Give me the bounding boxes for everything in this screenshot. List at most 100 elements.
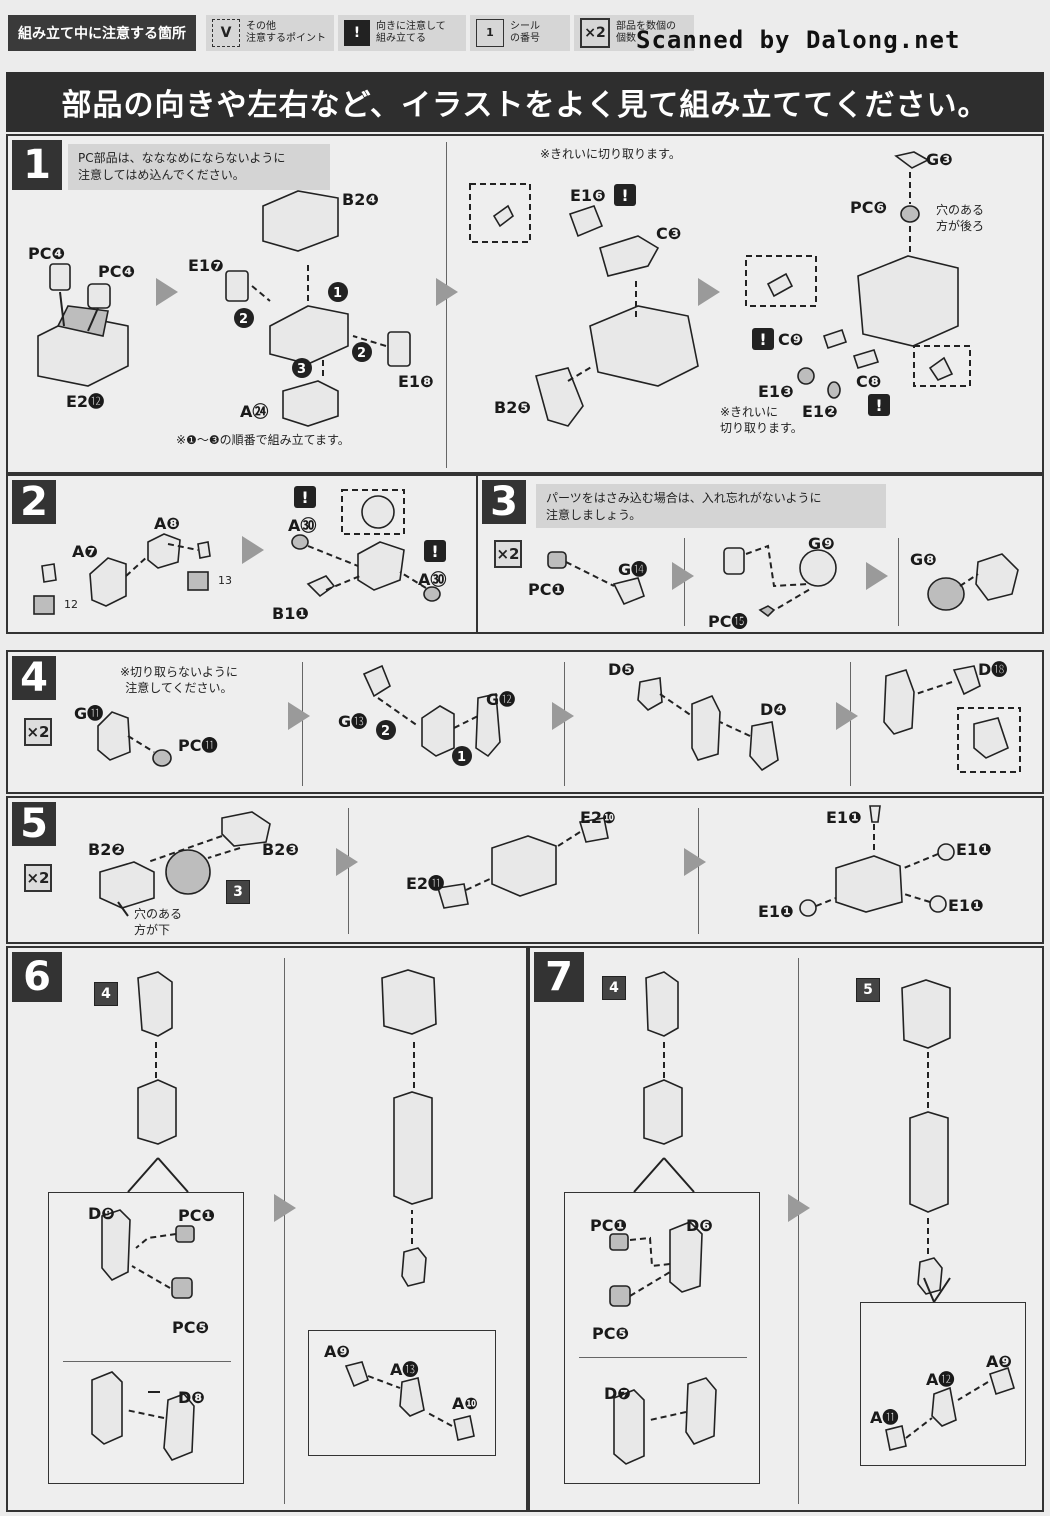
caution-mark-icon: V [212, 19, 240, 47]
exclamation-icon: ! [752, 328, 774, 350]
part-label: E1❷ [802, 402, 838, 421]
next-arrow-icon [684, 848, 706, 876]
step-note: PC部品は、なななめにならないように 注意してはめ込んでください。 [68, 144, 330, 190]
part-label: G❾ [808, 534, 835, 553]
step-7-illustration [609, 971, 1015, 1465]
svg-text:2: 2 [239, 312, 248, 327]
step-ref-label: 4 [602, 976, 626, 1000]
legend-text: シール [510, 21, 540, 32]
multiply-icon: ×2 [580, 18, 610, 48]
next-arrow-icon [698, 278, 720, 306]
part-label: A❼ [72, 542, 98, 561]
step-1-panel: 1 PC部品は、なななめにならないように 注意してはめ込んでください。 1 2 … [6, 134, 1044, 474]
part-label: E2❿ [580, 808, 616, 827]
part-label: PC❻ [850, 198, 888, 217]
part-label: A❿ [452, 1394, 478, 1413]
legend-text: その他 [246, 21, 276, 32]
legend-text: の番号 [510, 33, 540, 44]
svg-text:2: 2 [381, 724, 390, 739]
divider [898, 538, 899, 626]
next-arrow-icon [156, 278, 178, 306]
part-label: PC❶ [528, 580, 566, 599]
part-label: D❼ [604, 1384, 631, 1403]
next-arrow-icon [788, 1194, 810, 1222]
next-arrow-icon [436, 278, 458, 306]
step-number: 6 [12, 952, 62, 1002]
next-arrow-icon [336, 848, 358, 876]
part-label: PC⓯ [708, 612, 748, 631]
step-number: 3 [482, 479, 526, 525]
legend-text: 組み立てる [376, 33, 426, 44]
divider [63, 1361, 231, 1362]
step-number: 5 [12, 801, 56, 847]
page-title: 部品の向きや左右など、イラストをよく見て組み立ててください。 [6, 72, 1044, 132]
svg-text:2: 2 [357, 346, 366, 361]
legend-item-sticker: 1 シールの番号 [470, 15, 570, 51]
next-arrow-icon [242, 536, 264, 564]
sticker-icon: 1 [476, 19, 504, 47]
step-ref-label: 5 [856, 978, 880, 1002]
part-label: D❽ [178, 1388, 205, 1407]
part-label: E1❶ [826, 808, 862, 827]
legend-item-other: V その他注意するポイント [206, 15, 334, 51]
part-label: G❸ [926, 150, 953, 169]
sticker-number: 12 [64, 598, 78, 611]
step-6-illustration [91, 969, 475, 1461]
exclamation-icon: ! [868, 394, 890, 416]
svg-text:1: 1 [457, 750, 466, 765]
part-label: E1❻ [570, 186, 606, 205]
exclamation-icon: ! [294, 486, 316, 508]
part-label: D❻ [686, 1216, 713, 1235]
count-badge: ×2 [494, 540, 522, 568]
part-label: G⓫ [74, 704, 104, 723]
part-label: G⓮ [618, 560, 648, 579]
part-label: PC❶ [590, 1216, 628, 1235]
part-label: A⓫ [870, 1408, 899, 1427]
divider [798, 958, 799, 1504]
hole-note: 穴のある 方が後ろ [936, 203, 985, 233]
step-6-panel: 6 4 D❾ PC❶ PC❺ D❽ A❾ A⓭ A❿ [6, 946, 528, 1512]
step-7-panel: 7 4 5 PC❶ D❻ PC❺ D❼ A⓬ A❾ A⓫ [528, 946, 1044, 1512]
part-label: B2❹ [342, 190, 379, 209]
legend-item-count: ×2 部品を数個の個数 [574, 15, 694, 51]
part-label: A㉚ [288, 516, 317, 535]
step-3-illustration [547, 544, 1019, 618]
hole-note: 穴のある 方が下 [134, 907, 183, 937]
part-label: PC❺ [592, 1324, 630, 1343]
step-3-panel: 3 パーツをはさみ込む場合は、入れ忘れがないように 注意しましょう。 ×2 PC… [476, 474, 1044, 634]
step-2-panel: 2 A❽ A❼ 12 13 ! A㉚ ! A㉚ B1❶ [6, 474, 478, 634]
part-label: G⓭ [338, 712, 368, 731]
part-label: E2⓬ [66, 392, 105, 411]
part-label: PC❶ [178, 1206, 216, 1225]
divider [284, 958, 285, 1504]
part-label: A❾ [324, 1342, 350, 1361]
step-number: 1 [12, 140, 62, 190]
svg-text:1: 1 [333, 286, 342, 301]
step-1-illustration: 1 2 2 3 [37, 151, 971, 427]
part-label: E1❼ [188, 256, 224, 275]
part-label: A❽ [154, 514, 180, 533]
next-arrow-icon [672, 562, 694, 590]
part-label: A⓭ [390, 1360, 419, 1379]
divider [579, 1357, 747, 1358]
legend-text: 個数 [616, 33, 636, 44]
step-note: ※切り取らないように 注意してください。 [120, 665, 238, 695]
step-ref-label: 3 [226, 880, 250, 904]
part-label: C❽ [856, 372, 882, 391]
step-4-panel: 4 ×2 ※切り取らないように 注意してください。 2 1 G⓫ PC⓫ G⓭ … [6, 650, 1044, 794]
step-2-illustration [33, 489, 441, 615]
part-label: E1❶ [956, 840, 992, 859]
part-label: A㉚ [418, 570, 447, 589]
part-label: G❽ [910, 550, 937, 569]
svg-text:3: 3 [297, 362, 306, 377]
part-label: D❺ [608, 660, 635, 679]
legend-text: 向きに注意して [376, 21, 446, 32]
order-note: ※❶〜❸の順番で組み立てます。 [176, 433, 350, 447]
step-5-panel: 5 ×2 B2❷ B2❸ 3 穴のある 方が下 E2❿ E2⓫ E1❶ E1❶ … [6, 796, 1044, 944]
part-label: PC⓫ [178, 736, 218, 755]
part-label: B2❺ [494, 398, 531, 417]
part-label: G⓬ [486, 690, 516, 709]
part-label: PC❺ [172, 1318, 210, 1337]
exclamation-icon: ! [344, 20, 370, 46]
part-label: PC❹ [28, 244, 66, 263]
